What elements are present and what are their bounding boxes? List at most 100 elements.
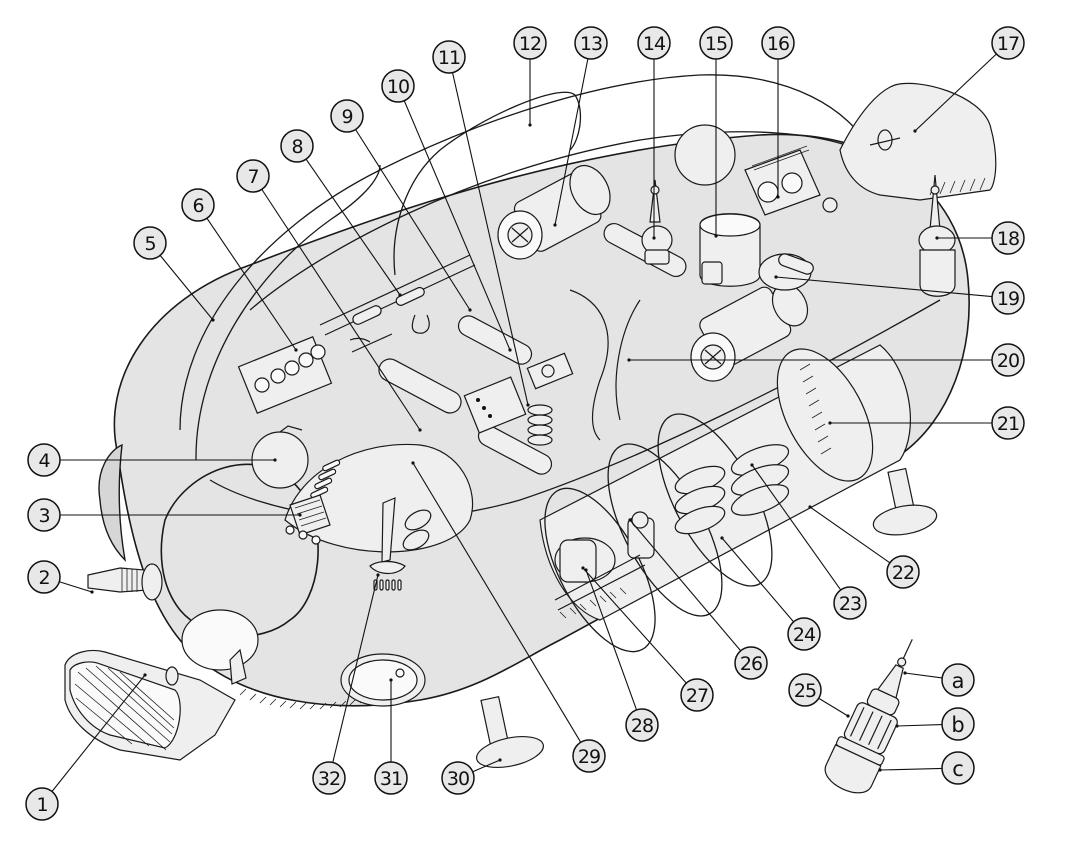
callout-circle — [374, 761, 408, 795]
callout-label: 18 — [997, 228, 1019, 250]
callout-b: b — [941, 707, 975, 741]
callout-label: 28 — [631, 715, 653, 737]
callout-circle — [330, 99, 364, 133]
callout-label: 3 — [38, 505, 49, 527]
leader-line-13 — [554, 58, 589, 226]
leader-line-1 — [51, 674, 146, 792]
callout-circle — [991, 221, 1025, 255]
callout-9: 9 — [330, 99, 364, 133]
leader-line-25 — [818, 697, 849, 717]
callout-circle — [991, 343, 1025, 377]
leader-target-29 — [411, 461, 415, 465]
leader-line-b — [896, 723, 943, 727]
callout-18: 18 — [991, 221, 1025, 255]
callout-13: 13 — [574, 26, 608, 60]
cable-loop-shape — [411, 314, 430, 334]
callout-label: 20 — [997, 350, 1019, 372]
callout-circle — [787, 617, 821, 651]
callout-circle — [432, 40, 466, 74]
leader-line-17 — [914, 53, 997, 132]
leader-target-1 — [143, 673, 147, 677]
leader-target-20 — [627, 358, 631, 362]
leader-target-26 — [628, 518, 632, 522]
callout-label: 15 — [705, 33, 727, 55]
callout-label: 9 — [341, 106, 352, 128]
callout-10: 10 — [381, 69, 415, 103]
rail — [319, 254, 471, 326]
callout-circle — [734, 646, 768, 680]
callout-circle — [788, 673, 822, 707]
bottle — [310, 344, 326, 360]
leader-target-30 — [498, 758, 502, 762]
callout-label: 8 — [291, 136, 302, 158]
tube — [457, 315, 533, 365]
callout-15: 15 — [699, 26, 733, 60]
callout-4: 4 — [27, 443, 61, 477]
leader-target-31 — [389, 678, 393, 682]
tube — [378, 358, 462, 414]
leader-target-7 — [418, 428, 422, 432]
hose — [569, 289, 609, 441]
callout-circle — [25, 787, 59, 821]
valve-assembly-shape — [627, 511, 655, 559]
leader-target-b — [895, 724, 899, 728]
callout-24: 24 — [787, 617, 821, 651]
leader-target-17 — [913, 129, 917, 133]
bottle — [254, 377, 270, 393]
leader-target-a — [903, 671, 907, 675]
callout-circle — [280, 129, 314, 163]
callout-25: 25 — [788, 673, 822, 707]
callout-label: 16 — [767, 33, 789, 55]
lower-rail-shape — [554, 554, 646, 611]
left-engine-pod — [160, 463, 319, 637]
callout-30: 30 — [441, 761, 475, 795]
leader-target-19 — [774, 275, 778, 279]
callout-circle — [833, 586, 867, 620]
callout-circle — [991, 281, 1025, 315]
callout-label: 26 — [740, 653, 762, 675]
hose — [615, 299, 641, 421]
callout-label: 29 — [578, 746, 600, 768]
leader-target-15 — [714, 234, 718, 238]
callout-label: 32 — [318, 768, 340, 790]
leader-line-a — [904, 672, 943, 679]
thruster-nozzle-right — [839, 82, 997, 201]
probe-module-detail — [824, 639, 913, 794]
callout-circle — [236, 159, 270, 193]
fuel-cells-shape — [674, 444, 790, 535]
leader-target-13 — [553, 223, 557, 227]
leader-target-16 — [776, 195, 780, 199]
callout-1: 1 — [25, 787, 59, 821]
storage-drum-shape — [554, 537, 616, 583]
canopy-inner — [195, 164, 381, 461]
callout-6: 6 — [181, 188, 215, 222]
engine-bay — [539, 344, 911, 653]
vent-grille-shape — [369, 560, 406, 575]
engine-ring-shape — [776, 348, 874, 482]
callout-27: 27 — [680, 678, 714, 712]
pressure-cylinder-shape — [758, 253, 814, 291]
callout-c: c — [941, 751, 975, 785]
callout-label: 21 — [997, 413, 1019, 435]
callout-circle — [27, 443, 61, 477]
callout-26: 26 — [734, 646, 768, 680]
leader-target-32 — [376, 573, 380, 577]
callout-29: 29 — [572, 739, 606, 773]
leader-target-18 — [935, 236, 939, 240]
callout-circle — [991, 26, 1025, 60]
callout-circle — [181, 188, 215, 222]
leader-target-28 — [584, 568, 588, 572]
leader-target-4 — [273, 458, 277, 462]
leader-target-22 — [808, 505, 812, 509]
central-interior — [319, 124, 838, 475]
callout-label: 7 — [247, 166, 258, 188]
gauge-box-shape — [744, 145, 838, 216]
leader-line-2 — [59, 581, 93, 593]
leader-target-23 — [750, 463, 754, 467]
control-grille — [289, 494, 331, 536]
callout-31: 31 — [374, 761, 408, 795]
callout-circle — [27, 560, 61, 594]
leader-line-27 — [582, 567, 687, 684]
